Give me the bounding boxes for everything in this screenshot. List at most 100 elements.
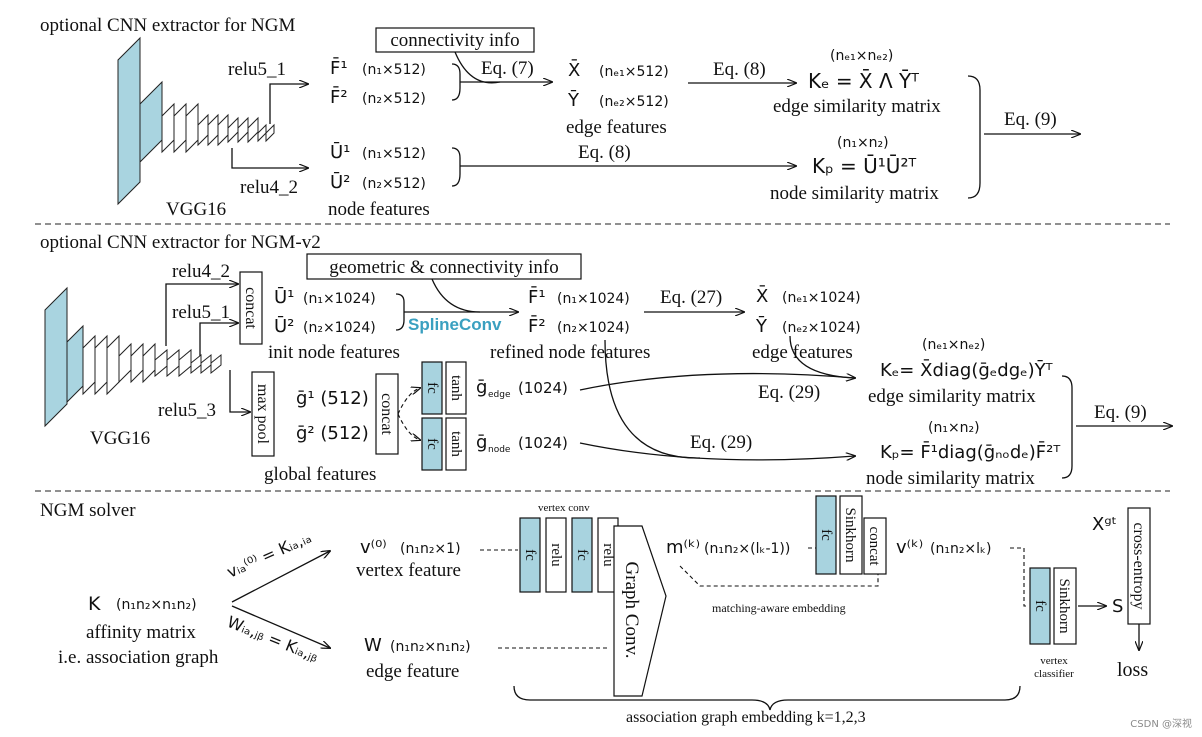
- concat-1-label: concat: [242, 287, 259, 329]
- K-symbol: K: [88, 593, 101, 615]
- tanh-top-label: tanh: [448, 375, 464, 401]
- K-dim: (n₁n₂×n₁n₂): [116, 597, 197, 613]
- connectivity-curve: [454, 51, 501, 84]
- m-symbol: m⁽ᵏ⁾: [666, 537, 700, 558]
- watermark: CSDN @深视: [1130, 717, 1192, 730]
- m-dim: (n₁n₂×(lₖ-1)): [704, 541, 790, 557]
- fc1-label: fc: [522, 549, 538, 561]
- vgg16-label: VGG16: [166, 199, 226, 220]
- relu4-2-v2-arrow: [165, 284, 238, 346]
- U2-symbol: Ū²: [330, 171, 350, 193]
- v-k-symbol: v⁽ᵏ⁾: [896, 537, 923, 558]
- v-to-classifier-dash: [1010, 547, 1028, 607]
- W-dim: (n₁n₂×n₁n₂): [390, 639, 471, 655]
- relu5-3-arrow: [229, 370, 250, 412]
- eq7-label: Eq. (7): [481, 58, 534, 79]
- relu5-1-arrow: [269, 84, 308, 124]
- eq9-label-v2: Eq. (9): [1094, 402, 1147, 423]
- ngm-edge-similarity-label: edge similarity matrix: [773, 96, 941, 117]
- eq8-bottom-label: Eq. (8): [578, 142, 631, 163]
- Xgt-symbol: Xᵍᵗ: [1092, 514, 1117, 535]
- w-equation: Wᵢₐ,ⱼᵦ = Kᵢₐ,ⱼᵦ: [225, 612, 322, 666]
- tanh-bottom-block: [445, 417, 467, 471]
- v2-edge-similarity-label: edge similarity matrix: [868, 386, 1036, 407]
- v2-Y-symbol: Ȳ: [755, 315, 768, 337]
- Ke-formula: Kₑ = X̄ Λ Ȳᵀ: [808, 68, 919, 93]
- concat-to-fc-top: [397, 388, 420, 415]
- eq29-bottom-label: Eq. (29): [690, 432, 752, 453]
- connectivity-info-label: connectivity info: [390, 30, 519, 51]
- refined-to-kp-curve: [604, 339, 701, 459]
- embedding-brace: [513, 685, 1021, 711]
- W-symbol: W: [364, 635, 382, 656]
- v2-U2-symbol: Ū²: [274, 315, 294, 337]
- vertex-conv-label: vertex conv: [538, 502, 590, 514]
- fc-bottom-label: fc: [424, 438, 440, 450]
- vgg16-backbone: [117, 36, 275, 206]
- S-symbol: S: [1112, 596, 1123, 617]
- fc1-block: [519, 517, 541, 593]
- F1-symbol: F̄¹: [330, 57, 348, 79]
- v2-F1-dim: (n₁×1024): [557, 291, 630, 307]
- v2-X-dim: (nₑ₁×1024): [782, 290, 861, 306]
- X-symbol: X̄: [568, 59, 580, 81]
- concat-3-label: concat: [866, 526, 882, 566]
- relu5-1-label: relu5_1: [228, 59, 286, 80]
- v2-Kp-dim: (n₁×n₂): [928, 420, 980, 436]
- U1-symbol: Ū¹: [330, 141, 350, 163]
- refined-node-features-label: refined node features: [490, 342, 650, 363]
- eq29-top-arrow: [579, 372, 855, 391]
- section-title-solver: NGM solver: [40, 500, 136, 521]
- g-edge-subscript: edge: [488, 390, 511, 400]
- v2-U1-dim: (n₁×1024): [303, 291, 376, 307]
- sinkhorn2-label: Sinkhorn: [1056, 578, 1072, 634]
- v2-Y-dim: (nₑ₂×1024): [782, 320, 861, 336]
- edge-feature-label: edge feature: [366, 661, 459, 682]
- F2-symbol: F̄²: [330, 86, 348, 108]
- g-node-symbol: ḡ: [476, 432, 487, 453]
- ngm-edge-features-label: edge features: [566, 117, 667, 138]
- Y-symbol: Ȳ: [567, 89, 580, 111]
- fc3-label: fc: [818, 529, 834, 541]
- global-features-label: global features: [264, 464, 376, 485]
- Y-dim: (nₑ₂×512): [599, 94, 669, 110]
- loss-label: loss: [1117, 659, 1148, 681]
- section-title-ngmv2: optional CNN extractor for NGM-v2: [40, 232, 321, 253]
- X-dim: (nₑ₁×512): [599, 64, 669, 80]
- fc-top-block: [421, 361, 443, 415]
- graph-conv-label: Graph Conv.: [621, 562, 642, 659]
- relu1-label: relu: [548, 543, 564, 567]
- relu5-1-v2-label: relu5_1: [172, 302, 230, 323]
- ngm-node-features-label: node features: [328, 199, 430, 220]
- Kp-dim: (n₁×n₂): [837, 135, 889, 151]
- geo-curve: [431, 278, 481, 313]
- g-edge-symbol: ḡ: [476, 377, 487, 398]
- v2-Ke-dim: (nₑ₁×nₑ₂): [922, 337, 985, 353]
- tanh-bottom-label: tanh: [448, 431, 464, 457]
- Ke-dim: (nₑ₁×nₑ₂): [830, 48, 893, 64]
- vgg16-backbone-v2: [44, 286, 222, 428]
- U2-dim: (n₂×512): [362, 176, 426, 192]
- vertex-classifier-label-1: vertex: [1040, 655, 1068, 667]
- to-vertex-arrow: [231, 551, 330, 603]
- eq29-bottom-arrow: [579, 442, 855, 460]
- geometric-info-label: geometric & connectivity info: [329, 257, 559, 278]
- v0-dim: (n₁n₂×1): [400, 541, 461, 557]
- concat-block-1: [239, 271, 263, 345]
- v2-X-symbol: X̄: [756, 285, 768, 307]
- fc2-label: fc: [574, 549, 590, 561]
- matching-dashed-path: [679, 565, 879, 587]
- eq8-top-label: Eq. (8): [713, 59, 766, 80]
- ngm-node-similarity-label: node similarity matrix: [770, 183, 939, 204]
- relu5-3-label: relu5_3: [158, 400, 216, 421]
- fc4-block: [1029, 567, 1051, 645]
- eq29-top-label: Eq. (29): [758, 382, 820, 403]
- vertex-feature-label: vertex feature: [356, 560, 461, 581]
- v2-U1-symbol: Ū¹: [274, 286, 294, 308]
- relu4-2-v2-label: relu4_2: [172, 261, 230, 282]
- relu5-1-v2-arrow: [199, 323, 238, 356]
- eq9-label-ngm: Eq. (9): [1004, 109, 1057, 130]
- max-pool-block: [251, 371, 275, 457]
- relu2-label: relu: [600, 543, 616, 567]
